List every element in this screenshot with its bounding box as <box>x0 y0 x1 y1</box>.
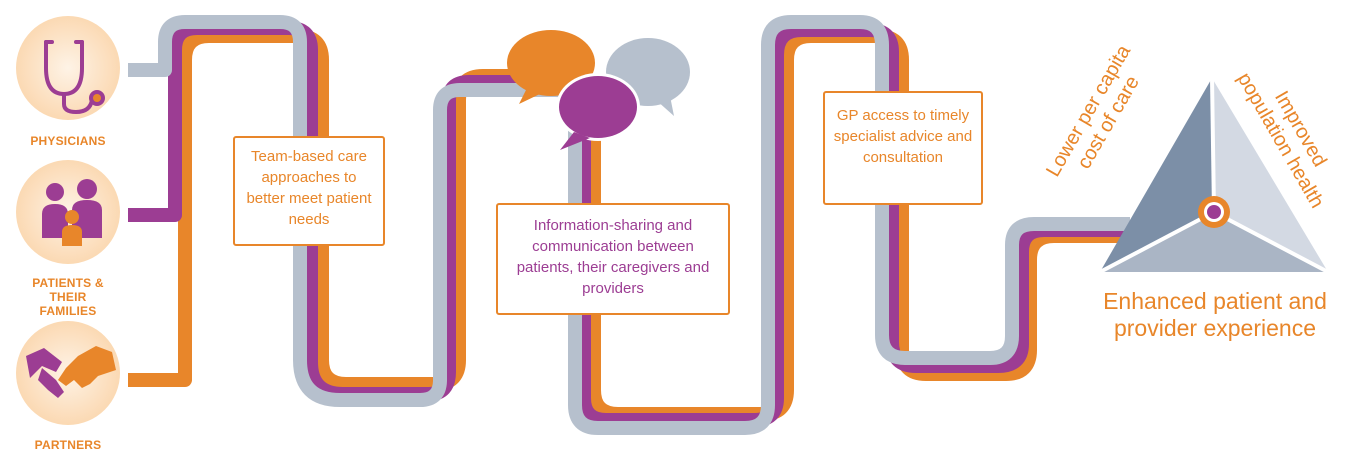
purple-ribbon <box>128 21 1130 427</box>
patient-experience-outcome: Enhanced patient and provider experience <box>1103 288 1327 341</box>
team-based-care-box: Team-based care approaches to better mee… <box>233 136 385 246</box>
physicians-circle <box>16 16 120 120</box>
speech-bubbles-icon <box>507 30 690 150</box>
gp-access-box: GP access to timely specialist advice an… <box>823 91 983 205</box>
partners-label: PARTNERS <box>34 438 102 452</box>
orange-ribbon <box>128 29 1130 421</box>
handshake-icon <box>26 346 116 398</box>
info-sharing-box: Information-sharing and communication be… <box>496 203 730 315</box>
stethoscope-icon <box>44 40 105 115</box>
grey-ribbon <box>128 15 1130 435</box>
physicians-label: PHYSICIANS <box>30 134 106 148</box>
family-icon <box>42 179 102 246</box>
patients-families-label: PATIENTS & THEIR FAMILIES <box>32 276 104 318</box>
outcome-triangle <box>1099 77 1329 274</box>
